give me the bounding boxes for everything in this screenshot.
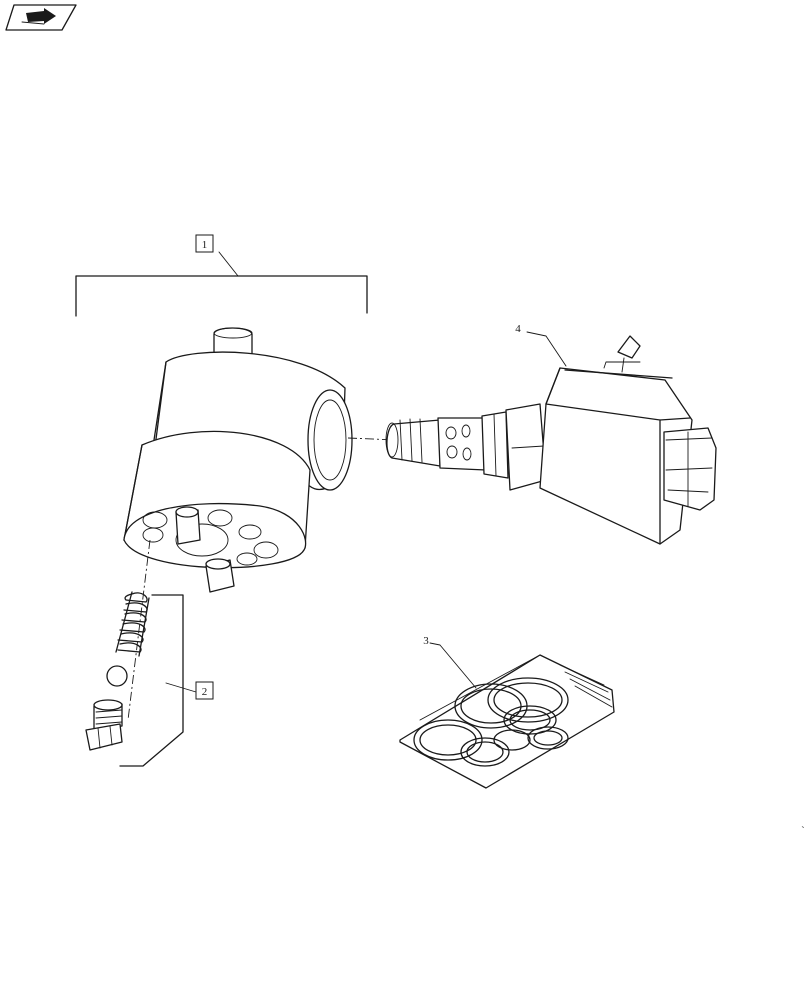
book-arrow-icon[interactable] <box>5 4 77 31</box>
callout-2-label: 2 <box>202 686 208 698</box>
callout-2[interactable]: 2 <box>195 681 214 700</box>
check-ball <box>106 665 128 687</box>
kit-bracket-2 <box>119 594 197 767</box>
plug <box>85 699 123 751</box>
callout-3-label[interactable]: 3 <box>423 635 429 647</box>
spring <box>115 591 150 657</box>
corner-mark: ` <box>801 825 805 837</box>
callout-4-label[interactable]: 4 <box>515 323 521 335</box>
valve-body <box>123 327 353 593</box>
callout-1[interactable]: 1 <box>195 234 214 253</box>
seal-kit <box>399 642 615 789</box>
centerline-kit <box>127 539 151 721</box>
callout-1-label: 1 <box>202 239 208 251</box>
assembly-bracket-1 <box>75 251 368 317</box>
solenoid-cartridge <box>385 331 717 545</box>
